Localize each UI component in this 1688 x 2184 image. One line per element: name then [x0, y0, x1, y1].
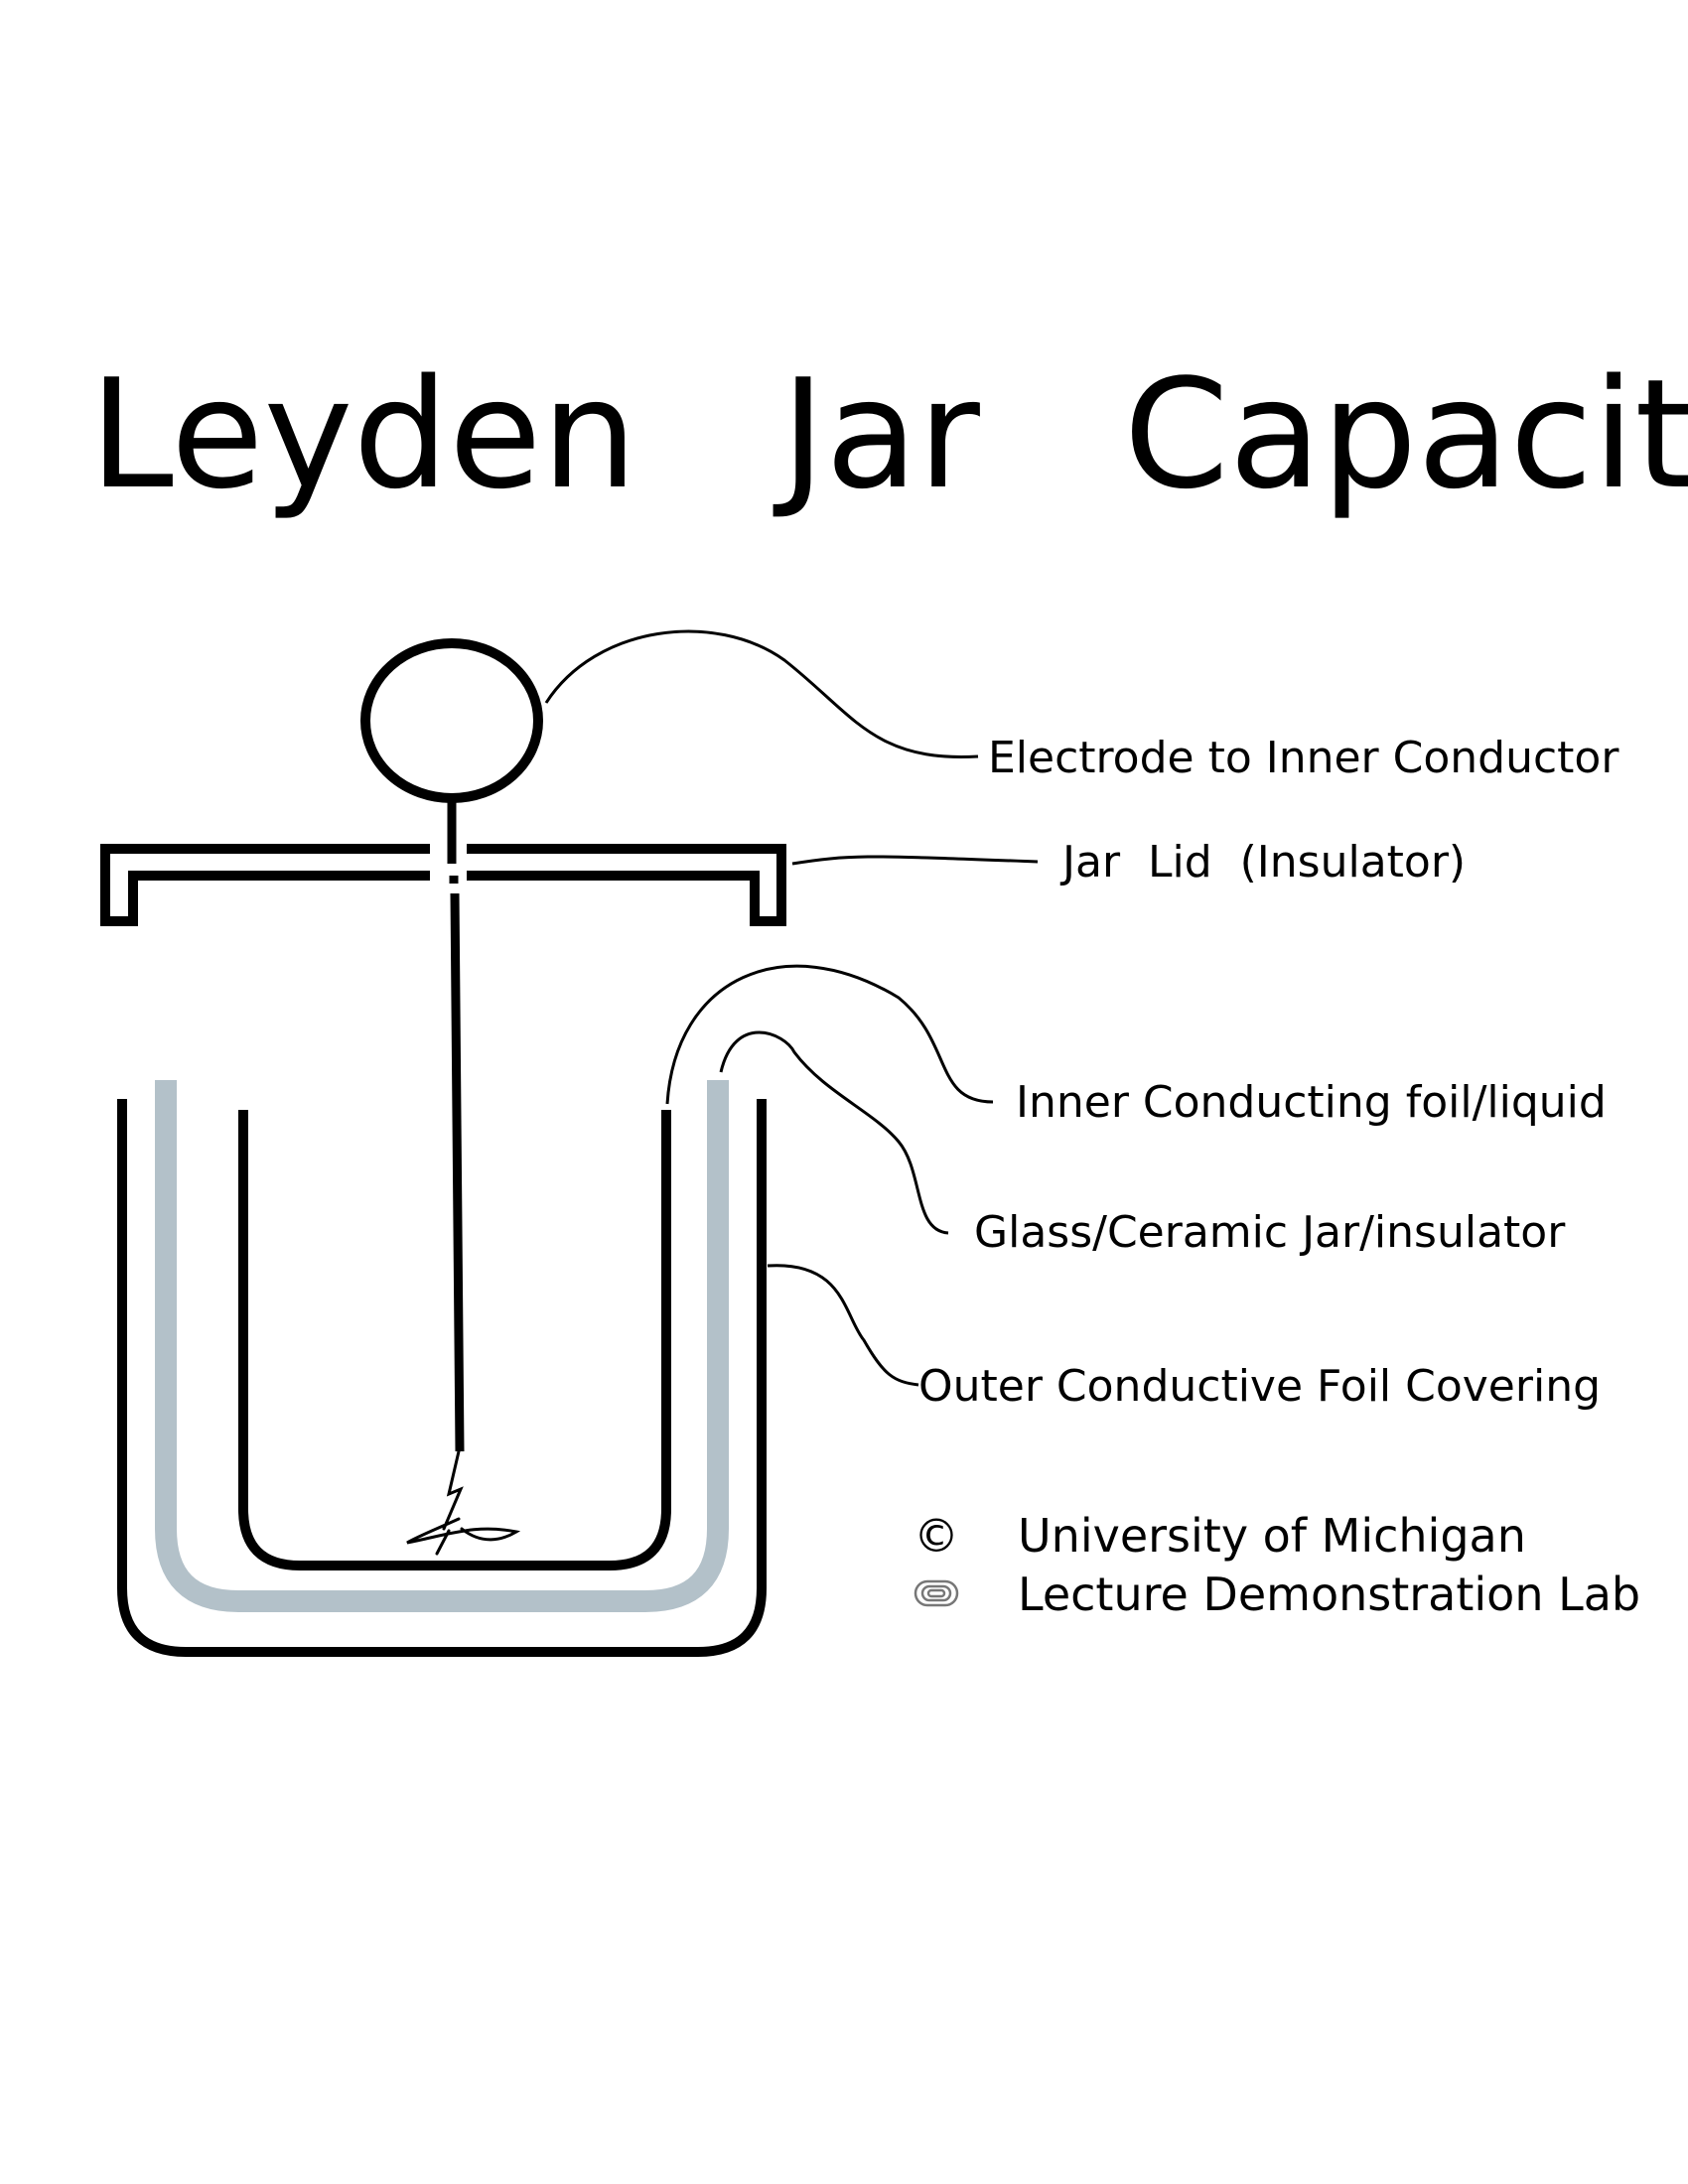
label-outer-foil: Outer Conductive Foil Covering [918, 1361, 1601, 1412]
credit-university: University of Michigan [1018, 1509, 1526, 1563]
outer-conductive-foil [117, 1099, 767, 1657]
jar-lid [100, 844, 786, 926]
label-jar-lid: Jar Lid (Insulator) [1059, 837, 1466, 887]
contact-chain [406, 1449, 521, 1556]
leader-lines [544, 629, 1039, 1387]
lab-logo-icon [914, 1579, 959, 1607]
credit-lab: Lecture Demonstration Lab [1018, 1568, 1640, 1621]
glass-jar [155, 1080, 729, 1612]
label-inner-foil: Inner Conducting foil/liquid [1016, 1077, 1607, 1128]
electrode-ball [360, 638, 543, 803]
leader-electrode [544, 629, 979, 759]
label-glass: Glass/Ceramic Jar/insulator [974, 1207, 1566, 1258]
diagram-title: Leyden Jar Capacitor [89, 346, 1688, 522]
label-electrode: Electrode to Inner Conductor [988, 733, 1619, 783]
electrode-rod [447, 798, 465, 1452]
copyright-symbol: © [914, 1509, 959, 1563]
leader-outer-foil [767, 1264, 919, 1387]
inner-conducting-foil [238, 1110, 671, 1570]
leader-glass [719, 1030, 949, 1235]
leader-lid [791, 855, 1039, 866]
leader-inner-foil [665, 964, 994, 1105]
